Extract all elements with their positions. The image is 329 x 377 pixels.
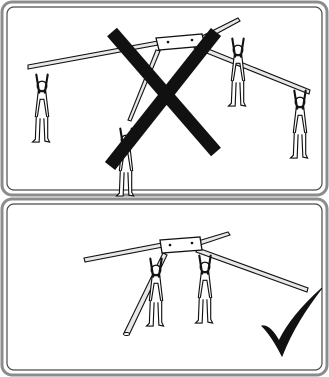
panel-incorrect	[2, 2, 327, 196]
panel-correct	[2, 199, 327, 375]
panel-inner-frame	[7, 204, 322, 370]
